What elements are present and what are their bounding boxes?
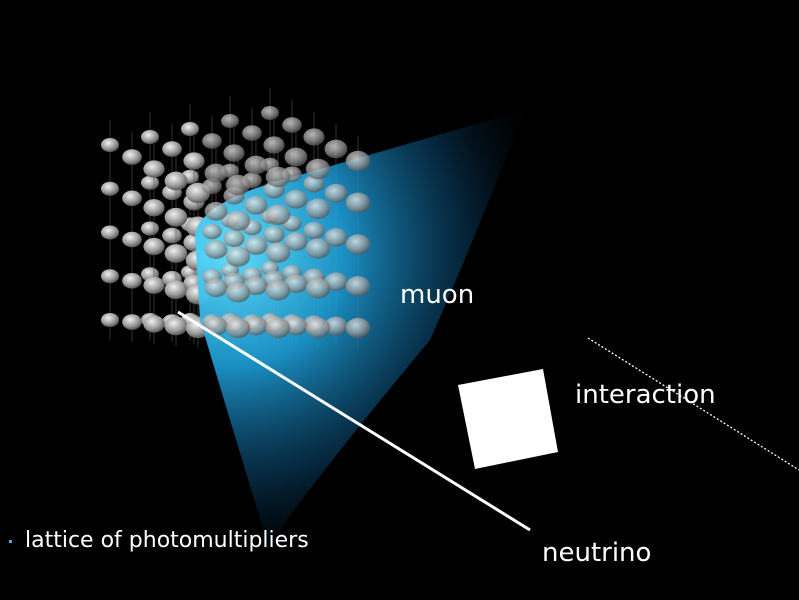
interaction-vertex — [458, 369, 558, 469]
photomultiplier — [345, 234, 371, 255]
photomultiplier — [265, 204, 291, 225]
photomultiplier — [225, 210, 251, 231]
photomultiplier — [164, 244, 188, 263]
photomultiplier — [204, 278, 228, 298]
photomultiplier — [284, 316, 308, 336]
photomultiplier — [122, 314, 142, 330]
photomultiplier — [305, 238, 331, 259]
neutrino-track — [177, 310, 531, 532]
photomultiplier — [141, 221, 159, 236]
photomultiplier — [244, 236, 268, 255]
photomultiplier — [122, 149, 142, 165]
photomultiplier — [244, 155, 268, 175]
photomultiplier — [305, 278, 331, 299]
photomultiplier — [284, 189, 308, 209]
photomultiplier — [164, 280, 188, 300]
photomultiplier — [164, 316, 188, 336]
photomultiplier — [225, 246, 251, 267]
photomultiplier — [244, 195, 268, 215]
photomultiplier — [225, 282, 251, 303]
muon-label: muon — [400, 280, 475, 310]
photomultiplier — [324, 228, 348, 247]
photomultiplier — [284, 147, 308, 167]
photomultiplier — [204, 163, 228, 183]
photomultiplier — [324, 139, 348, 159]
photomultiplier — [261, 106, 279, 120]
photomultiplier — [204, 201, 228, 221]
neutrino-label: neutrino — [542, 538, 652, 568]
photomultiplier — [101, 225, 119, 240]
photomultiplier — [181, 122, 199, 136]
photomultiplier — [303, 175, 325, 193]
photomultiplier — [305, 158, 331, 180]
photomultiplier — [345, 150, 371, 172]
photomultiplier — [284, 232, 308, 251]
photomultiplier — [225, 174, 251, 196]
photomultiplier — [324, 183, 348, 203]
photomultiplier — [101, 269, 119, 284]
photomultiplier — [101, 313, 119, 327]
photomultiplier — [265, 242, 291, 263]
photomultiplier — [101, 181, 119, 196]
photomultiplier — [263, 225, 285, 244]
photomultiplier — [345, 192, 371, 213]
photomultiplier — [202, 133, 222, 149]
photomultiplier — [143, 315, 165, 333]
photomultiplier — [164, 207, 188, 227]
photomultiplier — [244, 316, 268, 336]
photomultiplier — [122, 231, 142, 248]
photomultiplier-lattice-front — [202, 106, 371, 339]
photomultiplier — [284, 274, 308, 294]
photomultiplier — [141, 130, 159, 144]
photomultiplier — [204, 316, 228, 336]
photomultiplier — [143, 276, 165, 294]
photomultiplier — [282, 117, 302, 133]
photomultiplier — [324, 316, 348, 336]
photomultiplier — [265, 280, 291, 301]
photomultiplier — [345, 276, 371, 297]
photomultiplier — [202, 223, 222, 240]
photomultiplier — [122, 272, 142, 289]
photomultiplier — [143, 199, 165, 217]
photomultiplier — [143, 237, 165, 256]
photomultiplier — [221, 114, 239, 128]
bullet-dot — [9, 540, 12, 543]
photomultiplier — [265, 166, 291, 188]
photomultiplier — [244, 276, 268, 296]
photomultiplier — [225, 317, 251, 339]
interaction-label: interaction — [575, 380, 716, 410]
photomultiplier — [223, 144, 245, 162]
photomultiplier — [305, 198, 331, 219]
photomultiplier — [164, 171, 188, 191]
photomultiplier — [162, 227, 182, 244]
photomultiplier — [305, 317, 331, 339]
lattice-label: lattice of photomultipliers — [25, 528, 309, 553]
interaction-pointer — [587, 337, 799, 471]
photomultiplier — [263, 136, 285, 154]
photomultiplier — [324, 272, 348, 292]
photomultiplier — [223, 229, 245, 248]
photomultiplier — [122, 190, 142, 207]
photomultiplier — [101, 138, 119, 152]
photomultiplier — [162, 141, 182, 157]
photomultiplier-lattice — [101, 88, 359, 348]
photomultiplier — [183, 152, 205, 170]
photomultiplier — [345, 317, 371, 339]
photomultiplier — [303, 128, 325, 146]
photomultiplier — [242, 125, 262, 141]
photomultiplier — [265, 317, 291, 339]
photomultiplier — [204, 240, 228, 259]
photomultiplier — [143, 160, 165, 178]
photomultiplier — [141, 175, 159, 190]
photomultiplier — [303, 221, 325, 240]
